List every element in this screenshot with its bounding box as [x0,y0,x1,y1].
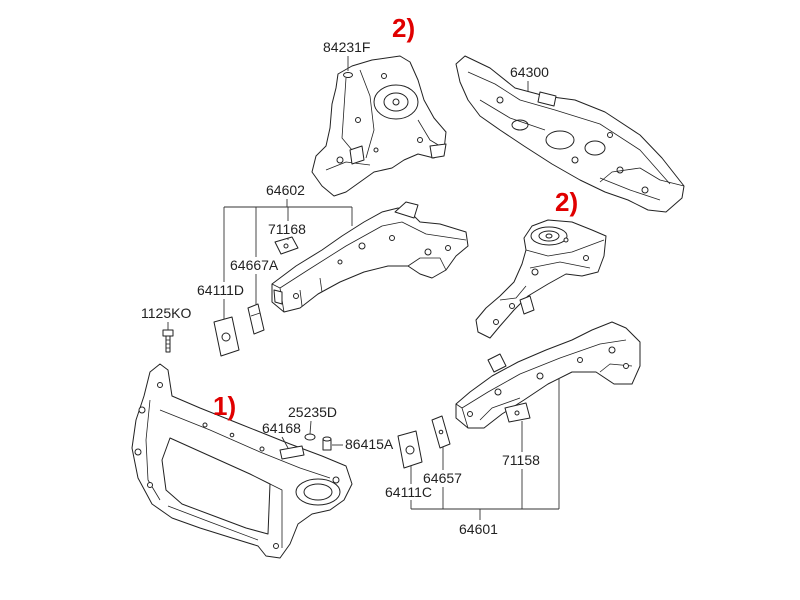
dash-panel [455,55,685,213]
annotation-marker-1: 1) [213,391,236,421]
clip-25235D [304,433,316,441]
label-64111D: 64111D [197,282,244,298]
bracket-64667A [247,303,265,335]
label-86415A: 86415A [345,436,394,452]
label-64602: 64602 [266,182,305,198]
annotation-marker-2-top: 2) [392,13,415,43]
bolt-1125KO [162,329,174,353]
label-64111C: 64111C [385,484,432,500]
bracket-64657 [431,415,451,449]
bar-64168 [279,445,305,460]
side-member-upper [271,201,469,313]
label-64657: 64657 [423,470,462,486]
radiator-support [131,363,353,559]
label-64168: 64168 [262,420,301,436]
annotation-marker-2-right: 2) [555,187,578,217]
side-member-lower [455,321,641,429]
label-84231F: 84231F [323,39,370,55]
label-64601: 64601 [459,521,498,537]
plate-64111D [213,316,240,357]
label-71158: 71158 [502,452,540,468]
strut-tower-panel-upper [311,55,447,197]
strut-tower-panel-right [475,219,607,339]
bracket-71158 [504,402,531,423]
label-71168: 71168 [268,221,306,237]
label-1125KO: 1125KO [141,305,191,321]
label-25235D: 25235D [288,404,337,420]
plug-84231F [343,72,353,78]
label-64300: 64300 [510,64,549,80]
label-64667A: 64667A [230,257,279,273]
bracket-71168 [274,236,299,255]
sensor-86415A [322,436,332,451]
plate-64111C [397,430,423,469]
leader-lines [167,56,560,520]
